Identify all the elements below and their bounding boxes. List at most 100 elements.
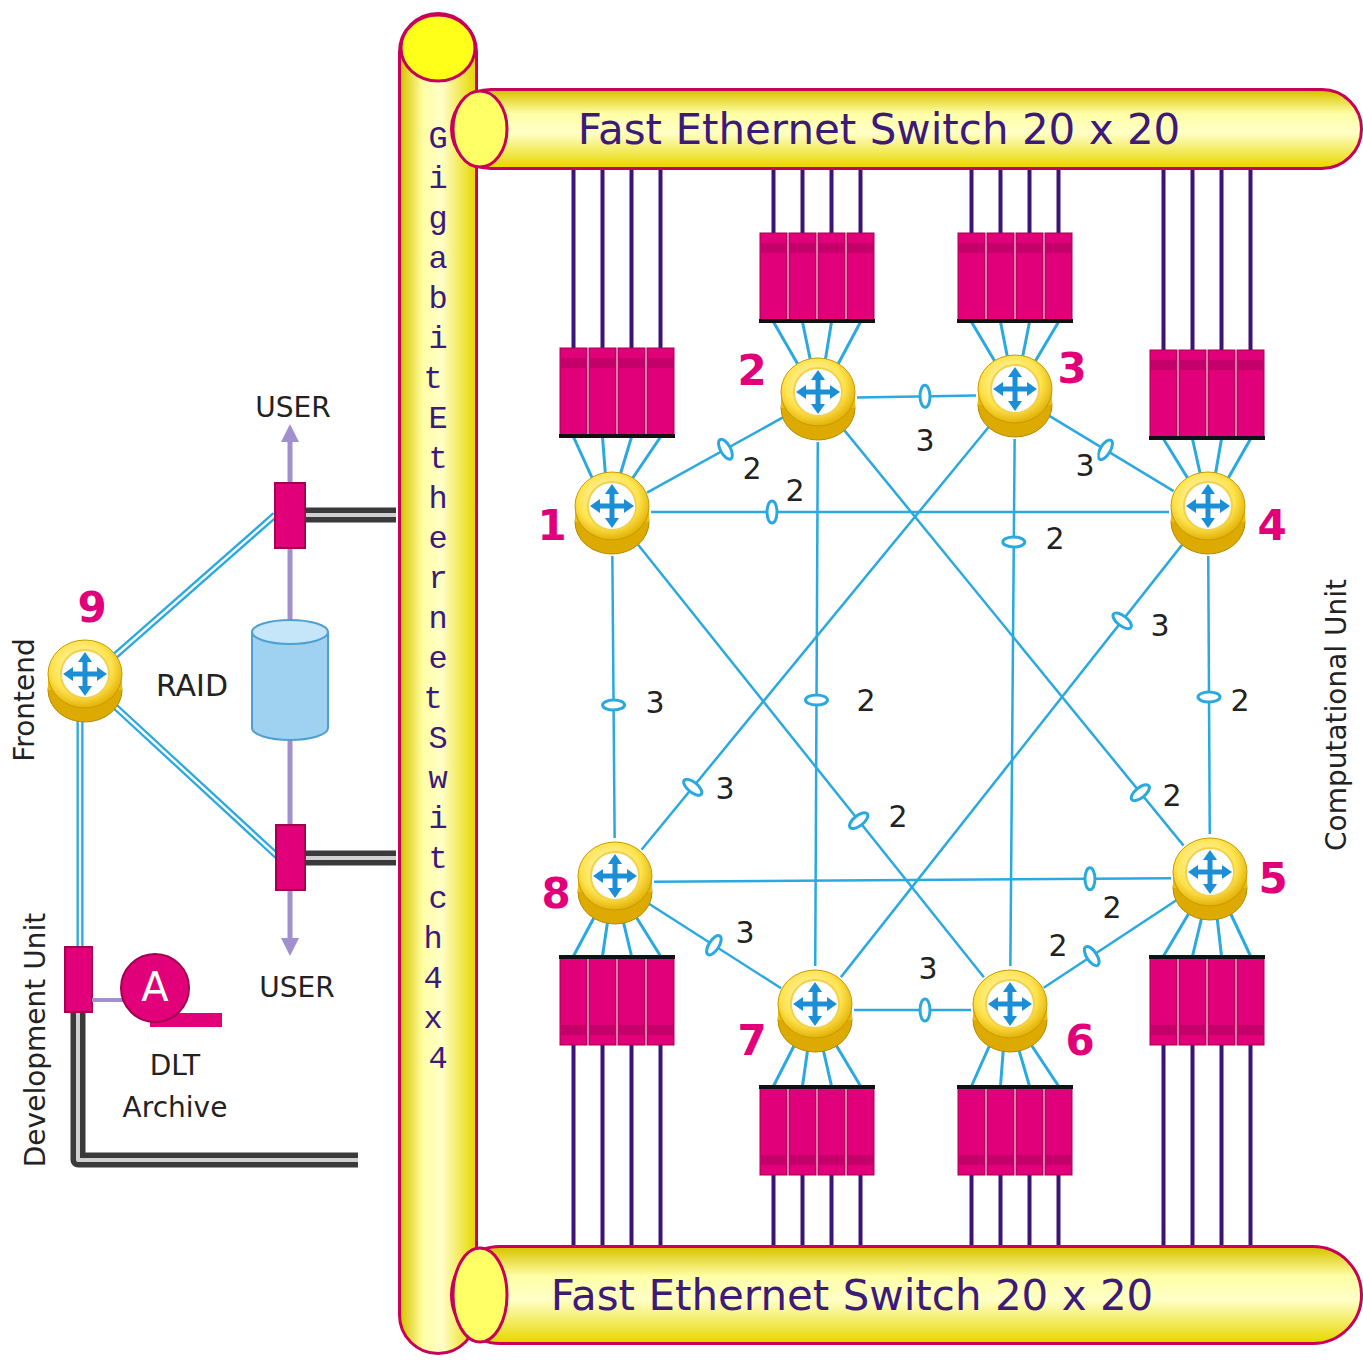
link-group [854, 999, 971, 1021]
compute-node-stripe [789, 243, 816, 253]
fast-ethernet-wire [1162, 168, 1166, 352]
tube-cap [450, 1245, 510, 1345]
bundle-ring [1081, 944, 1101, 968]
fast-ethernet-wire [801, 168, 805, 235]
gigabit-cable [292, 508, 396, 523]
compute-node-base [1015, 1085, 1044, 1089]
router-top [1171, 472, 1245, 540]
router-arrow-head [97, 667, 107, 681]
link-count: 2 [1099, 891, 1124, 924]
fast-ethernet-wire [1191, 168, 1195, 352]
router-top [575, 472, 649, 540]
fast-ethernet-wire [772, 168, 776, 235]
drive-link [92, 998, 124, 1002]
link-group [1049, 416, 1173, 491]
router-face [591, 852, 639, 900]
router-arrow-head [1201, 484, 1215, 494]
fast-ethernet-wire [630, 1043, 634, 1248]
fast-ethernet-switch: Fast Ethernet Switch 20 x 20 [450, 1245, 1363, 1345]
link-count: 3 [912, 424, 937, 457]
compute-node-stripe [789, 1155, 816, 1165]
fast-ethernet-wire [1028, 168, 1032, 235]
router: 3 [976, 351, 1054, 439]
fast-ethernet-wire [572, 168, 576, 350]
compute-node [847, 1088, 874, 1175]
compute-node-base [1178, 436, 1207, 440]
router-arrow-head [1003, 1016, 1017, 1026]
gigabit-cable [292, 851, 396, 866]
link-group [638, 545, 984, 978]
network-link [638, 545, 984, 978]
router-arrow-head [793, 997, 803, 1011]
compute-node-stripe [1208, 1025, 1235, 1035]
router-arrow-head [1203, 850, 1217, 860]
gigabit-cable-highlight [292, 513, 396, 517]
router-arrow [1002, 387, 1015, 392]
router-number: 4 [1257, 501, 1286, 550]
router-number: 9 [77, 583, 106, 632]
network-link [854, 1009, 971, 1012]
compute-node-stripe [1150, 360, 1177, 370]
gigabit-switch: Gigabit Ethernet Switch 4 x 4 [398, 12, 478, 1355]
bundle-ring [1129, 782, 1152, 804]
fast-ethernet-wire [1249, 168, 1253, 352]
compute-node-stripe [760, 243, 787, 253]
router-icon [976, 351, 1054, 439]
compute-node-stripe [818, 1155, 845, 1165]
bundle-ring [920, 385, 930, 407]
link-count: 3 [642, 686, 667, 719]
compute-node-stripe [1208, 360, 1235, 370]
router-arrow [85, 672, 98, 677]
compute-node [1045, 233, 1072, 320]
router-arrow [818, 390, 831, 395]
compute-node-stripe [847, 1155, 874, 1165]
compute-node-base [846, 319, 875, 323]
compute-node [1237, 958, 1264, 1045]
network-link [642, 427, 989, 849]
link-count: 3 [1072, 449, 1097, 482]
compute-node-stripe [647, 358, 674, 368]
router-arrow-head [1201, 518, 1215, 528]
fast-ethernet-wire [659, 1043, 663, 1248]
compute-node-base [1015, 319, 1044, 323]
fast-ethernet-wire [1162, 1043, 1166, 1248]
fast-ethernet-wire [572, 1043, 576, 1248]
router-face [1184, 482, 1232, 530]
router-arrow-head [1003, 982, 1017, 992]
router-arrow-head [1220, 499, 1230, 513]
compute-node [789, 233, 816, 320]
router-arrow-head [1008, 401, 1022, 411]
fast-ethernet-wire [659, 168, 663, 350]
compute-node-base [957, 1085, 986, 1089]
unit-label: Frontend [10, 638, 41, 762]
router-arrow-head [78, 686, 92, 696]
compute-node-base [846, 1085, 875, 1089]
fast-ethernet-wire [772, 1173, 776, 1248]
router-icon [776, 966, 854, 1054]
compute-node-stripe [760, 1155, 787, 1165]
network-link [649, 904, 781, 989]
link-count: 2 [1227, 684, 1252, 717]
compute-node [760, 1088, 787, 1175]
compute-node [789, 1088, 816, 1175]
compute-node-stripe [1237, 360, 1264, 370]
router-arrow-head [796, 385, 806, 399]
router-arrow-head [808, 982, 822, 992]
compute-node [987, 1088, 1014, 1175]
compute-node-stripe [618, 1025, 645, 1035]
network-link [857, 396, 976, 398]
router: 4 [1169, 468, 1247, 556]
router-arrow-head [593, 869, 603, 883]
network-link [841, 545, 1182, 977]
compute-node-base [646, 955, 675, 959]
router-icon [971, 966, 1049, 1054]
compute-node [987, 233, 1014, 320]
link-group [805, 442, 827, 966]
router-arrow-head [993, 382, 1003, 396]
compute-node-base [617, 434, 646, 438]
part-label: USER [255, 393, 330, 424]
router-number: 3 [1057, 344, 1086, 393]
link-count: 3 [1147, 609, 1172, 642]
compute-node-base [986, 319, 1015, 323]
